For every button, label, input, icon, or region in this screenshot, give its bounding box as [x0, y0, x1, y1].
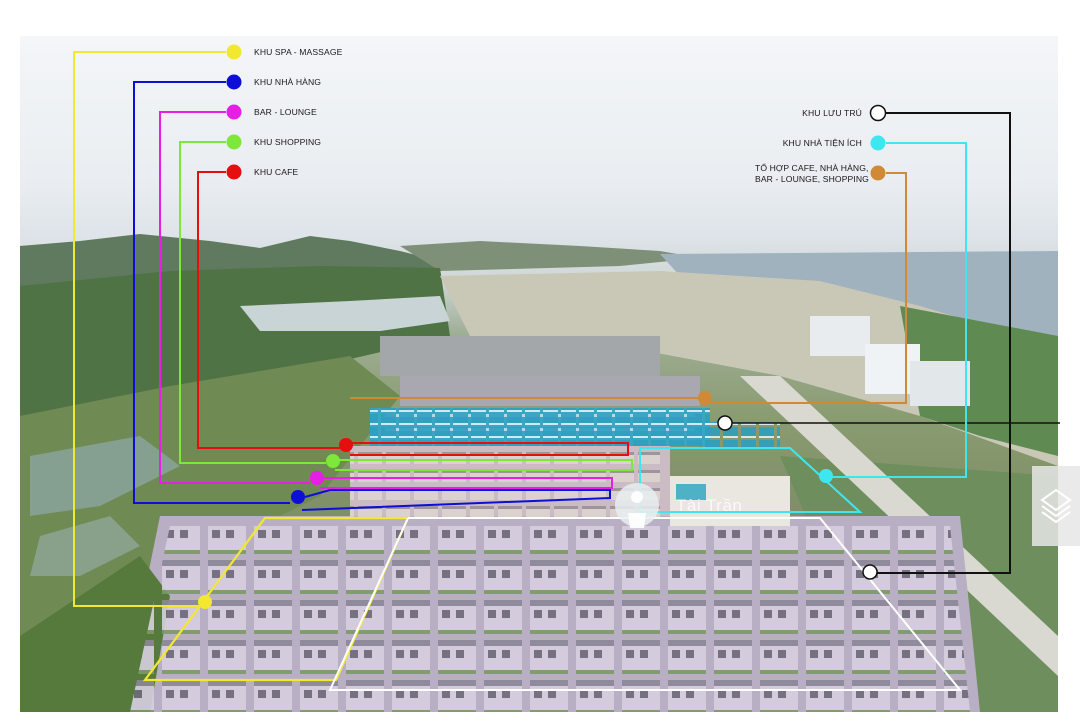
- legend-accommodation-label: KHU LƯU TRÚ: [802, 108, 862, 118]
- accommodation-zone-outline: [328, 517, 963, 691]
- cafe-map-marker: [339, 438, 353, 452]
- shopping-map-marker: [326, 454, 340, 468]
- bar-zone-leader: [159, 111, 310, 484]
- accommodation-map-marker: [862, 564, 878, 580]
- legend-shopping-label: KHU SHOPPING: [254, 137, 322, 147]
- accommodation-leader: [876, 112, 1011, 574]
- cafe-legend-marker: [226, 164, 242, 180]
- bar-zone-outline: [320, 477, 613, 489]
- restaurant-map-marker: [291, 490, 305, 504]
- utility-legend-marker: [870, 135, 886, 151]
- accommodation-upper-map-marker: [717, 415, 733, 431]
- legend-utility-label: KHU NHÀ TIỆN ÍCH: [782, 138, 862, 148]
- accommodation-legend-marker: [869, 104, 887, 122]
- restaurant-zone-outline: [301, 489, 611, 511]
- spa-zone-outline: [142, 516, 410, 682]
- bar-map-marker: [310, 471, 324, 485]
- layers-icon: [1040, 488, 1072, 524]
- watermark-figure: [628, 491, 646, 528]
- side-tab[interactable]: [1032, 466, 1080, 546]
- legend-restaurant-label: KHU NHÀ HÀNG: [254, 77, 322, 87]
- shopping-legend-marker: [226, 134, 242, 150]
- complex-map-marker: [698, 391, 712, 405]
- cafe-zone-leader: [197, 171, 340, 449]
- utility-map-marker: [819, 469, 833, 483]
- legend-complex-label-line2: BAR - LOUNGE, SHOPPING: [755, 174, 869, 184]
- bar-legend-marker: [226, 104, 242, 120]
- watermark-text: Tài Trần: [676, 496, 743, 515]
- complex-legend-marker: [870, 165, 886, 181]
- legend-cafe-label: KHU CAFE: [254, 167, 299, 177]
- legend-complex-label-line1: TỔ HỢP CAFE, NHÀ HÀNG,: [755, 163, 869, 173]
- cafe-zone-outline: [350, 442, 629, 456]
- shopping-zone-leader: [179, 141, 326, 464]
- spa-zone-leader: [73, 51, 226, 607]
- legend-bar-label: BAR - LOUNGE: [254, 107, 317, 117]
- restaurant-zone-leader: [133, 81, 290, 504]
- spa-map-marker: [198, 595, 212, 609]
- utility-zone-leader: [832, 142, 967, 478]
- spa-legend-marker: [226, 44, 242, 60]
- shopping-zone-outline: [335, 459, 633, 471]
- aerial-photo: [20, 36, 1058, 712]
- watermark-avatar: [615, 483, 659, 527]
- restaurant-legend-marker: [226, 74, 242, 90]
- legend-spa-label: KHU SPA - MASSAGE: [254, 47, 343, 57]
- complex-zone-leader: [710, 172, 907, 404]
